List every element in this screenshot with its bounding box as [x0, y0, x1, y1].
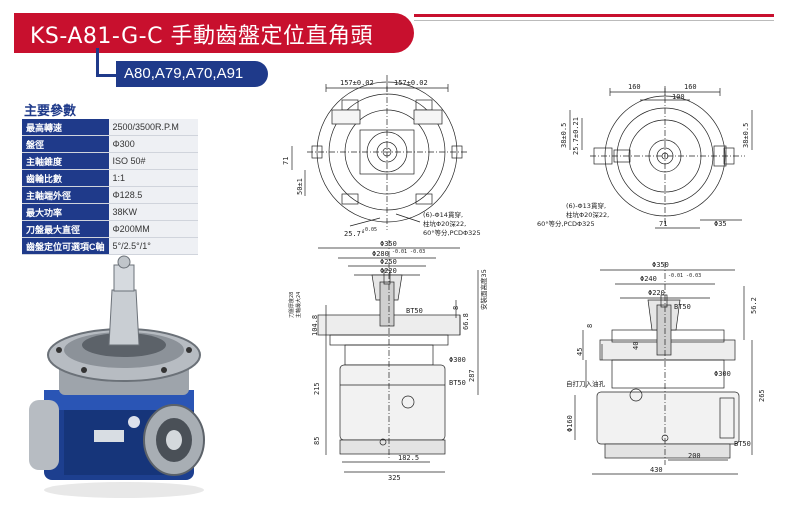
dim-85: 85	[313, 437, 321, 445]
spec-label: 齒盤定位可選項C軸	[22, 237, 109, 255]
dim-325: 325	[388, 474, 401, 482]
model-bracket	[96, 48, 119, 77]
dia-160: Φ160	[566, 415, 574, 432]
dia-220: Φ220	[380, 267, 397, 275]
spec-value: Φ200MM	[108, 220, 198, 238]
spec-value: 38KW	[108, 203, 198, 221]
cutter-thickness-note: 刀盤厚度28	[288, 292, 295, 318]
spec-label: 盤徑	[22, 135, 109, 153]
dim-287: 287	[468, 369, 476, 382]
dim-200: 200	[688, 452, 701, 460]
bt50-label-left: BT50	[406, 307, 423, 315]
spec-value: Φ128.5	[108, 186, 198, 204]
dim-8: 8	[452, 306, 460, 310]
dim-182-5: 182.5	[398, 454, 419, 462]
spec-value: 5°/2.5°/1°	[108, 237, 198, 255]
dim-71-right: 71	[659, 220, 667, 228]
hole-note-line-right: 柱坑Φ20深22,	[566, 210, 609, 219]
angle-tol: -0.05	[362, 227, 377, 233]
dim-160-right: 160	[684, 83, 697, 91]
bt50-label-left-lower: BT50	[449, 379, 466, 387]
dim-38-left: 38±0.5	[560, 123, 568, 148]
dim-215: 215	[313, 382, 321, 395]
dia-350: Φ350	[380, 240, 397, 248]
dia-220-right: Φ220	[648, 289, 665, 297]
dim-56-2: 56.2	[750, 297, 758, 314]
mount-height-note: 安裝面高度35	[479, 269, 488, 310]
bt50-label-right: BT50	[674, 303, 691, 311]
dim-25-7: 25.7±0.21	[572, 117, 580, 155]
hole-note-line-right: 60°等分,PCDΦ325	[537, 219, 595, 228]
dia-35: Φ35	[714, 220, 727, 228]
dim-45: 45	[576, 348, 584, 356]
dia-240: Φ240	[640, 275, 657, 283]
spec-label: 主軸錐度	[22, 152, 109, 170]
dim-104-8: 104.8	[311, 315, 319, 336]
spec-value: Φ300	[108, 135, 198, 153]
dim-50: 50±1	[296, 178, 304, 195]
spec-label: 齒輪比數	[22, 169, 109, 187]
oil-hole-note: 自打刀入油孔	[566, 379, 606, 388]
hole-note-line: (6)-Φ14貫穿,	[423, 210, 463, 219]
dim-71: 71	[282, 157, 290, 165]
spec-label: 刀盤最大直徑	[22, 220, 109, 238]
spec-value: ISO 50#	[108, 152, 198, 170]
page-title: KS-A81-G-C 手動齒盤定位直角頭	[30, 24, 373, 49]
spec-label: 最高轉速	[22, 119, 109, 136]
hole-note-line: 60°等分,PCDΦ325	[423, 228, 481, 237]
dim-160-left: 160	[628, 83, 641, 91]
spec-value: 2500/3500R.P.M	[108, 119, 198, 136]
dia-250: Φ250	[380, 258, 397, 266]
dia-280: Φ280	[372, 250, 389, 258]
spindle-max-note: 主軸最大24	[295, 292, 302, 318]
dia-300: Φ300	[449, 356, 466, 364]
spec-label: 主軸端外徑	[22, 186, 109, 204]
dim-38-right: 38±0.5	[742, 123, 750, 148]
dia-350-right: Φ350	[652, 261, 669, 269]
angle-dim: 25.7°	[344, 230, 365, 238]
spec-heading: 主要參數	[24, 103, 77, 118]
hole-note-line: 柱坑Φ20深22,	[423, 219, 466, 228]
dim-157-right: 157±0.02	[394, 79, 428, 87]
header-rule	[414, 14, 774, 17]
dim-430: 430	[650, 466, 663, 474]
product-photo	[29, 255, 205, 498]
model-list: A80,A79,A70,A91	[116, 61, 268, 87]
dim-265: 265	[758, 389, 766, 402]
dim-100: 100	[672, 93, 685, 101]
spec-value: 1:1	[108, 169, 198, 187]
spec-label: 最大功率	[22, 203, 109, 221]
title-banner	[14, 13, 414, 53]
dia-300-right: Φ300	[714, 370, 731, 378]
tol-280: -0.01 -0.03	[392, 249, 425, 255]
header-rule-thin	[414, 20, 774, 21]
dim-8-right: 8	[586, 324, 594, 328]
dim-157-left: 157±0.02	[340, 79, 374, 87]
tol-240: -0.01 -0.03	[668, 273, 701, 279]
dim-40: 40	[632, 342, 640, 350]
dim-66-8: 66.8	[462, 313, 470, 330]
bt50-label-right-lower: BT50	[734, 440, 751, 448]
hole-note-line-right: (6)-Φ13貫穿,	[566, 201, 606, 210]
